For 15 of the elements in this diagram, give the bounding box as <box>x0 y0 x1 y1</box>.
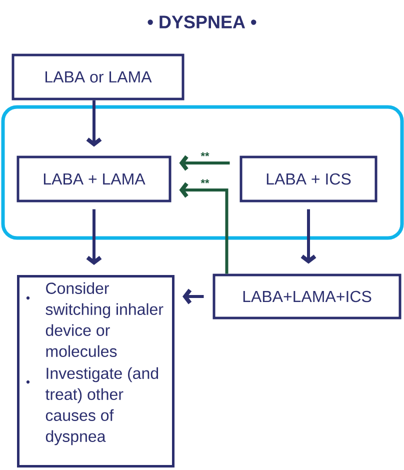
process-box: LABA or LAMA <box>12 54 184 100</box>
arrow <box>86 100 102 147</box>
note-box: Consider switching inhaler device or molecules Investigate (and treat) other causes of dyspnea <box>17 275 174 468</box>
title: • DYSPNEA • <box>148 16 256 28</box>
process-box: LABA+LAMA+ICS <box>212 274 402 320</box>
group-box <box>1 105 404 240</box>
arrow <box>179 155 230 171</box>
edge-label: ** <box>200 152 210 160</box>
process-box: LABA + LAMA <box>16 156 172 202</box>
arrow <box>86 209 102 265</box>
arrow <box>179 182 228 274</box>
arrow <box>182 288 204 304</box>
process-box: LABA + ICS <box>240 156 378 202</box>
arrow <box>300 209 316 264</box>
edge-label: ** <box>200 178 210 188</box>
